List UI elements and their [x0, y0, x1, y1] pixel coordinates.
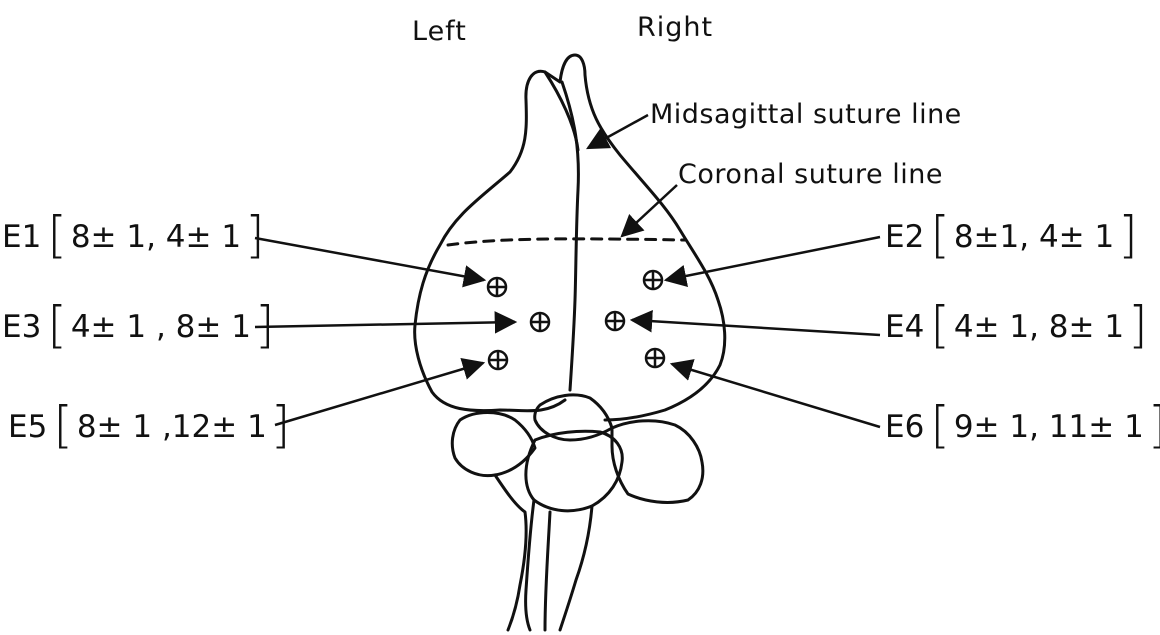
- open-bracket: [: [53, 400, 73, 450]
- electrode-id: E6: [885, 412, 924, 443]
- electrode-coords: 9± 1, 11± 1: [954, 412, 1144, 443]
- electrode-label-e1: E1 [ 8± 1, 4± 1 ]: [2, 212, 269, 262]
- electrode-marker-e4: [606, 312, 624, 330]
- electrode-label-e2: E2 [ 8±1, 4± 1 ]: [885, 212, 1142, 262]
- electrode-coords: 8±1, 4± 1: [954, 222, 1114, 253]
- close-bracket: ]: [1128, 300, 1148, 350]
- open-bracket: [: [930, 300, 950, 350]
- electrode-coords: 4± 1, 8± 1: [954, 312, 1124, 343]
- open-bracket: [: [47, 300, 67, 350]
- arrow-e4: [632, 320, 880, 335]
- electrode-id: E5: [8, 412, 47, 443]
- right-label: Right: [637, 14, 713, 41]
- close-bracket: ]: [1148, 400, 1160, 450]
- right-flocculus-outline: [612, 421, 703, 503]
- spinal-cord-outline: [526, 500, 592, 630]
- electrode-label-e5: E5 [ 8± 1 ,12± 1 ]: [8, 402, 294, 452]
- close-bracket: ]: [1118, 210, 1138, 260]
- open-bracket: [: [930, 400, 950, 450]
- midsagittal-suture: [562, 82, 578, 390]
- medulla-center-outline: [526, 431, 622, 511]
- close-bracket: ]: [245, 210, 265, 260]
- arrow-e6: [672, 364, 880, 427]
- electrode-marker-e5: [489, 351, 507, 369]
- open-bracket: [: [47, 210, 67, 260]
- left-label: Left: [412, 18, 467, 45]
- electrode-marker-e2: [644, 271, 662, 289]
- left-flocculus-outline: [452, 413, 535, 476]
- coronal-label: Coronal suture line: [678, 161, 943, 188]
- arrow-e3: [255, 322, 515, 327]
- open-bracket: [: [930, 210, 950, 260]
- close-bracket: ]: [271, 400, 291, 450]
- electrode-marker-e3: [531, 313, 549, 331]
- coronal-suture: [448, 239, 685, 245]
- electrode-coords: 8± 1 ,12± 1: [77, 412, 267, 443]
- electrode-marker-e6: [646, 349, 664, 367]
- electrode-id: E1: [2, 222, 41, 253]
- electrode-label-e3: E3 [ 4± 1 , 8± 1 ]: [2, 302, 278, 352]
- arrow-coronal: [622, 185, 677, 236]
- electrode-marker-e1: [488, 278, 506, 296]
- midsagittal-label: Midsagittal suture line: [650, 101, 962, 128]
- left-lower-lobe: [495, 475, 526, 630]
- electrode-id: E2: [885, 222, 924, 253]
- electrode-label-e6: E6 [ 9± 1, 11± 1 ]: [885, 402, 1160, 452]
- electrode-coords: 8± 1, 4± 1: [71, 222, 241, 253]
- electrode-id: E4: [885, 312, 924, 343]
- electrode-coords: 4± 1 , 8± 1: [71, 312, 251, 343]
- electrode-label-e4: E4 [ 4± 1, 8± 1 ]: [885, 302, 1152, 352]
- arrow-e5: [275, 363, 483, 425]
- electrode-id: E3: [2, 312, 41, 343]
- close-bracket: ]: [255, 300, 275, 350]
